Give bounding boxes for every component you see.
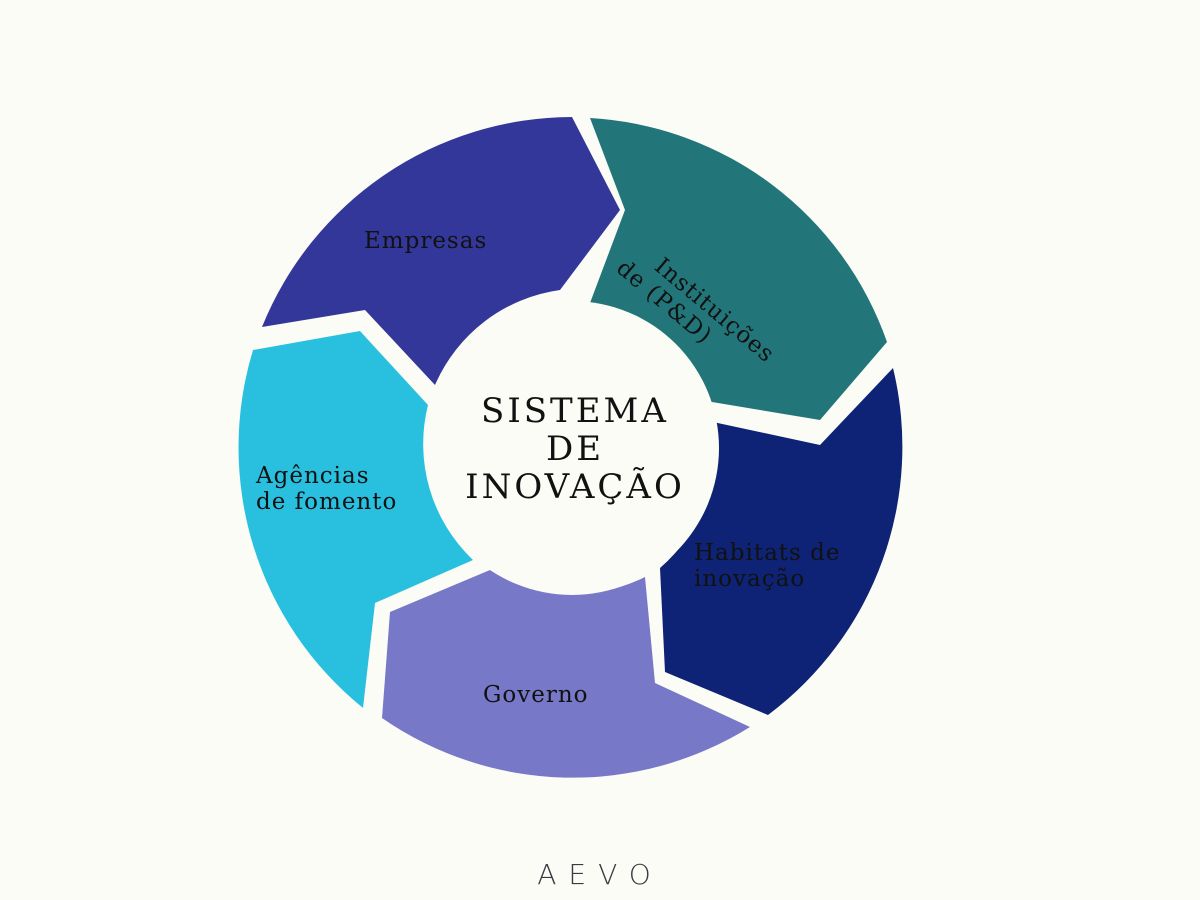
title-line-3: INOVAÇÃO xyxy=(465,467,685,507)
label-empresas-line-1: Empresas xyxy=(364,228,488,254)
segment-governo xyxy=(382,570,750,778)
segment-habitats xyxy=(660,368,903,715)
title-line-1: SISTEMA xyxy=(481,391,669,431)
label-governo: Governo xyxy=(483,682,588,708)
label-agencias: Agências de fomento xyxy=(256,463,397,515)
segment-instituicoes xyxy=(590,118,887,420)
label-empresas: Empresas xyxy=(364,228,487,254)
label-habitats: Habitats de inovação xyxy=(694,540,841,592)
aevo-logo: AEVO xyxy=(537,858,663,891)
segment-empresas xyxy=(262,117,620,385)
diagram-title: SISTEMA DE INOVAÇÃO xyxy=(425,392,725,506)
label-agencias-line-2: de fomento xyxy=(256,489,398,515)
center-circle xyxy=(425,301,719,595)
title-line-2: DE xyxy=(545,429,605,469)
segment-agencias xyxy=(238,331,473,708)
label-governo-line-1: Governo xyxy=(483,682,589,708)
label-habitats-line-2: inovação xyxy=(694,566,806,592)
label-agencias-line-1: Agências xyxy=(256,463,370,489)
label-habitats-line-1: Habitats de xyxy=(694,540,841,566)
